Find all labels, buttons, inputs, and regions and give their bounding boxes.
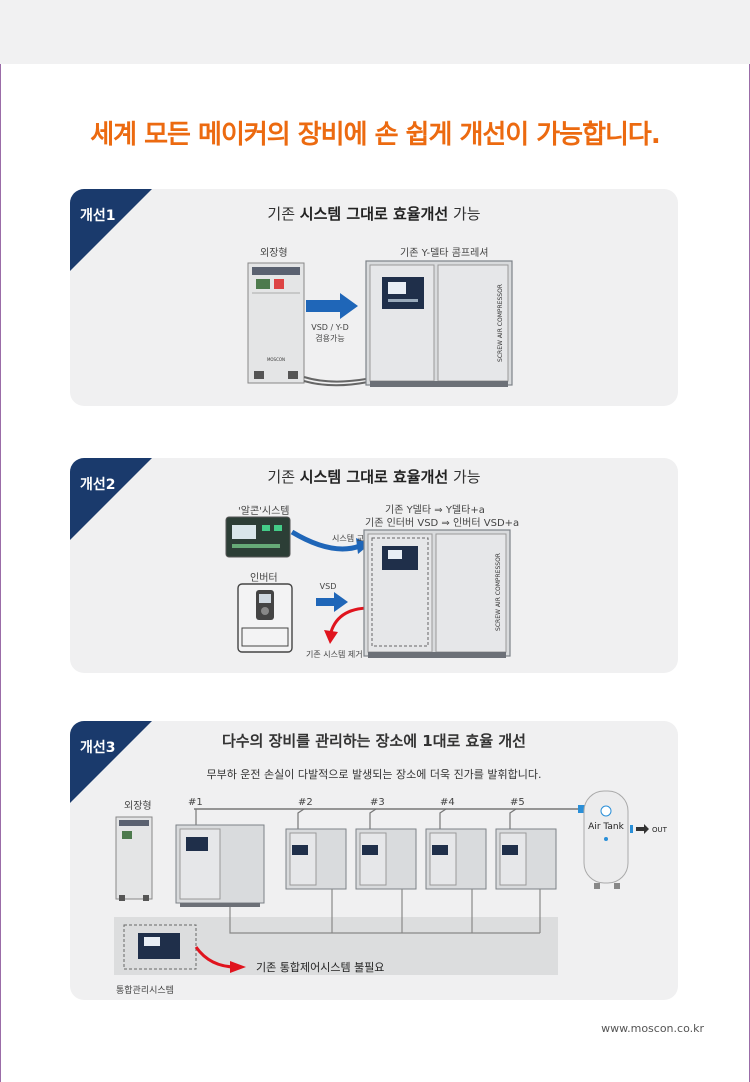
arrow-label-1: VSD / Y-D <box>311 323 348 332</box>
page-edge-left <box>0 64 1 1082</box>
compressor-unit-3 <box>355 808 417 890</box>
replace-arrow-label: 시스템 교체 <box>332 533 371 543</box>
replace-line-1: 기존 Y델타 ⇒ Y델타+a <box>385 505 485 516</box>
unit-label-2: #2 <box>298 797 313 808</box>
cabinet-brand: MOSCON <box>267 357 285 362</box>
unit-label-4: #4 <box>440 797 455 808</box>
inverter-unit <box>237 583 293 653</box>
integrated-control-box <box>123 924 197 970</box>
air-tank <box>578 790 633 889</box>
compressor-unit-1 <box>175 809 265 907</box>
remove-system-text: 기존 통합제어시스템 불필요 <box>256 961 384 974</box>
external-cabinet <box>247 262 305 384</box>
external-cabinet <box>115 816 153 901</box>
air-tank-label: Air Tank <box>588 822 624 832</box>
vsd-arrow-icon <box>316 592 348 612</box>
card1-illustration: MOSCON VSD / Y-D 겸용가능 SCREW AIR COMPRESS… <box>247 260 513 387</box>
card-corner-tag <box>70 721 152 803</box>
card-tag: 개선3 <box>80 740 116 756</box>
page-headline: 세계 모든 메이커의 장비에 손 쉽게 개선이 가능합니다. <box>90 120 660 150</box>
card-corner-tag <box>70 189 152 271</box>
remove-label: 기존 시스템 제거 <box>306 650 363 659</box>
compressor-text: SCREW AIR COMPRESSOR <box>495 553 502 631</box>
compressor-label: 기존 Y-델타 콤프레셔 <box>400 248 489 259</box>
card2-illustration: 시스템 교체 VSD SCREW AIR COMPRESSOR <box>225 516 511 658</box>
inverter-label: 인버터 <box>250 573 278 584</box>
compressor-text: SCREW AIR COMPRESSOR <box>497 284 504 362</box>
card-corner-tag <box>70 458 152 540</box>
compressor-retrofit <box>363 529 511 658</box>
out-label: OUT <box>652 826 668 834</box>
vsd-arrow-label: VSD <box>320 582 337 591</box>
cabinet-label: 외장형 <box>124 801 152 812</box>
integrated-system-label: 통합관리시스템 <box>116 986 174 996</box>
unit-label-1: #1 <box>188 797 203 808</box>
replace-line-2: 기존 인터버 VSD ⇒ 인버터 VSD+a <box>365 518 520 529</box>
alcon-controller <box>225 516 291 558</box>
card-subtitle: 기존 시스템 그대로 효율개선 가능 <box>267 205 481 223</box>
out-arrow-icon <box>636 824 649 834</box>
card-subtitle: 기존 시스템 그대로 효율개선 가능 <box>267 468 481 486</box>
improvement-card-2: 개선2 기존 시스템 그대로 효율개선 가능 '알콘'시스템 인버터 기존 Y델… <box>70 458 678 673</box>
card-description: 무부하 운전 손실이 다발적으로 발생되는 장소에 더욱 진가를 발휘합니다. <box>206 768 542 781</box>
cabinet-label: 외장형 <box>260 248 288 259</box>
footer-url: www.moscon.co.kr <box>601 1022 704 1035</box>
replace-arrow-icon <box>290 529 361 552</box>
right-arrow-icon <box>306 293 358 319</box>
unit-label-5: #5 <box>510 797 525 808</box>
card-tag: 개선1 <box>80 208 116 224</box>
card-title: 다수의 장비를 관리하는 장소에 1대로 효율 개선 <box>222 732 526 750</box>
compressor-unit-4 <box>425 808 487 890</box>
card-tag: 개선2 <box>80 477 116 493</box>
card3-illustration: 기존 통합제어시스템 불필요 Air Tank OUT <box>114 790 668 975</box>
improvement-card-3: 개선3 다수의 장비를 관리하는 장소에 1대로 효율 개선 무부하 운전 손실… <box>70 721 678 1000</box>
controller-label: '알콘'시스템 <box>238 506 290 517</box>
compressor-unit-5 <box>495 808 557 890</box>
arrow-label-2: 겸용가능 <box>315 333 344 343</box>
ydelta-compressor <box>365 260 513 387</box>
compressor-unit-2 <box>285 808 347 890</box>
unit-label-3: #3 <box>370 797 385 808</box>
improvement-card-1: 개선1 기존 시스템 그대로 효율개선 가능 외장형 기존 Y-델타 콤프레셔 … <box>70 189 678 406</box>
top-band <box>0 0 750 64</box>
